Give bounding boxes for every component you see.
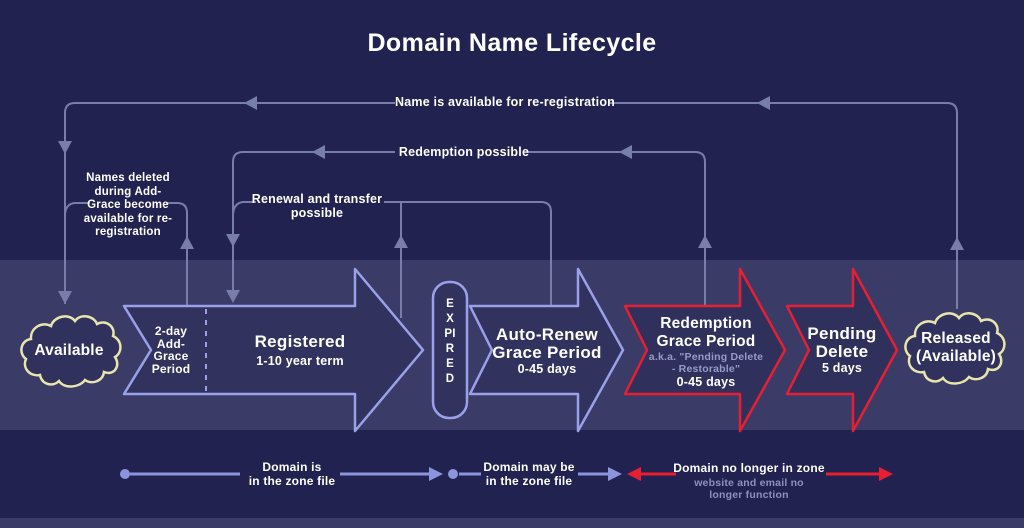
stage-auto-renew-title: Auto-Renew Grace Period bbox=[492, 325, 602, 362]
arrowhead-up-icon bbox=[394, 235, 408, 248]
flow-lines bbox=[64, 102, 958, 318]
flow-label-reregistration: Name is available for re-registration bbox=[395, 95, 615, 109]
arrowhead-right-icon bbox=[879, 467, 893, 481]
arrowhead-down-icon bbox=[58, 141, 72, 154]
stage-registered-subtitle: 1-10 year term bbox=[256, 354, 344, 368]
flow-label-renewal: Renewal and transfer possible bbox=[251, 192, 383, 221]
flow-line-redemption-left bbox=[232, 151, 395, 301]
legend-not-in-zone-sublabel: website and email no longer function bbox=[694, 477, 804, 501]
legend-graphics bbox=[120, 467, 893, 481]
legend-dot-icon bbox=[448, 469, 458, 479]
stage-available-label: Available bbox=[34, 342, 104, 359]
bottom-strip bbox=[0, 518, 1024, 528]
flow-line-redemption-right bbox=[526, 151, 706, 306]
clouds bbox=[20, 312, 1006, 388]
legend-not-in-zone-label: Domain no longer in zone bbox=[673, 461, 825, 475]
stage-expired-label: EXPIRED bbox=[444, 298, 456, 385]
arrowhead-up-icon bbox=[950, 237, 964, 250]
pending-delete-arrow-shape bbox=[785, 267, 899, 433]
available-cloud-shape bbox=[20, 315, 122, 388]
stage-registered-title: Registered bbox=[254, 332, 346, 351]
flow-line-namesdeleted-left-hook bbox=[64, 202, 90, 215]
auto-renew-arrow-shape bbox=[468, 267, 625, 433]
red-stage-arrows bbox=[623, 267, 899, 433]
legend-maybe-in-zone-label: Domain may be in the zone file bbox=[483, 460, 575, 488]
arrowhead-down-icon bbox=[226, 234, 240, 247]
stage-add-grace-label: 2-day Add- Grace Period bbox=[151, 324, 191, 376]
arrowhead-up-icon bbox=[180, 236, 194, 249]
legend-dot-icon bbox=[120, 469, 130, 479]
arrowhead-down-icon bbox=[226, 290, 240, 303]
flow-label-redemption-possible: Redemption possible bbox=[398, 145, 530, 159]
arrowhead-right-icon bbox=[608, 467, 622, 481]
arrowhead-left-icon bbox=[627, 467, 641, 481]
arrowhead-down-icon bbox=[58, 291, 72, 304]
flow-label-names-deleted: Names deleted during Add- Grace become a… bbox=[83, 172, 173, 238]
redemption-arrow-shape bbox=[623, 267, 787, 433]
legend-in-zone-label: Domain is in the zone file bbox=[248, 460, 336, 488]
registered-arrow-shape bbox=[122, 267, 425, 433]
arrowhead-left-icon bbox=[757, 96, 770, 110]
arrowhead-up-icon bbox=[698, 235, 712, 248]
arrowhead-right-icon bbox=[429, 467, 443, 481]
flow-line-reregistration-right bbox=[608, 102, 958, 309]
flow-line-reregistration-left bbox=[64, 102, 395, 304]
expired-box-shape bbox=[431, 280, 469, 420]
blue-stage-arrows bbox=[122, 267, 625, 433]
stage-redemption-title: Redemption Grace Period bbox=[656, 315, 756, 350]
flow-line-renewal-right bbox=[384, 201, 552, 306]
stage-redemption-subtitle: 0-45 days bbox=[676, 375, 736, 389]
flow-line-namesdeleted-right bbox=[166, 202, 188, 306]
stage-pending-delete-title: Pending Delete bbox=[807, 324, 877, 361]
arrowhead-left-icon bbox=[244, 96, 257, 110]
released-cloud-shape bbox=[904, 312, 1006, 385]
page-title: Domain Name Lifecycle bbox=[367, 29, 657, 57]
flow-arrowheads bbox=[58, 96, 964, 304]
flow-line-renewal-left-hook bbox=[232, 201, 256, 215]
stage-released-label: Released (Available) bbox=[915, 330, 997, 365]
stage-redemption-aka: a.k.a. "Pending Delete - Restorable" bbox=[648, 351, 764, 375]
stage-auto-renew-subtitle: 0-45 days bbox=[517, 362, 577, 376]
stage-pending-delete-subtitle: 5 days bbox=[821, 361, 863, 375]
arrowhead-left-icon bbox=[312, 145, 325, 159]
arrowhead-left-icon bbox=[619, 145, 632, 159]
